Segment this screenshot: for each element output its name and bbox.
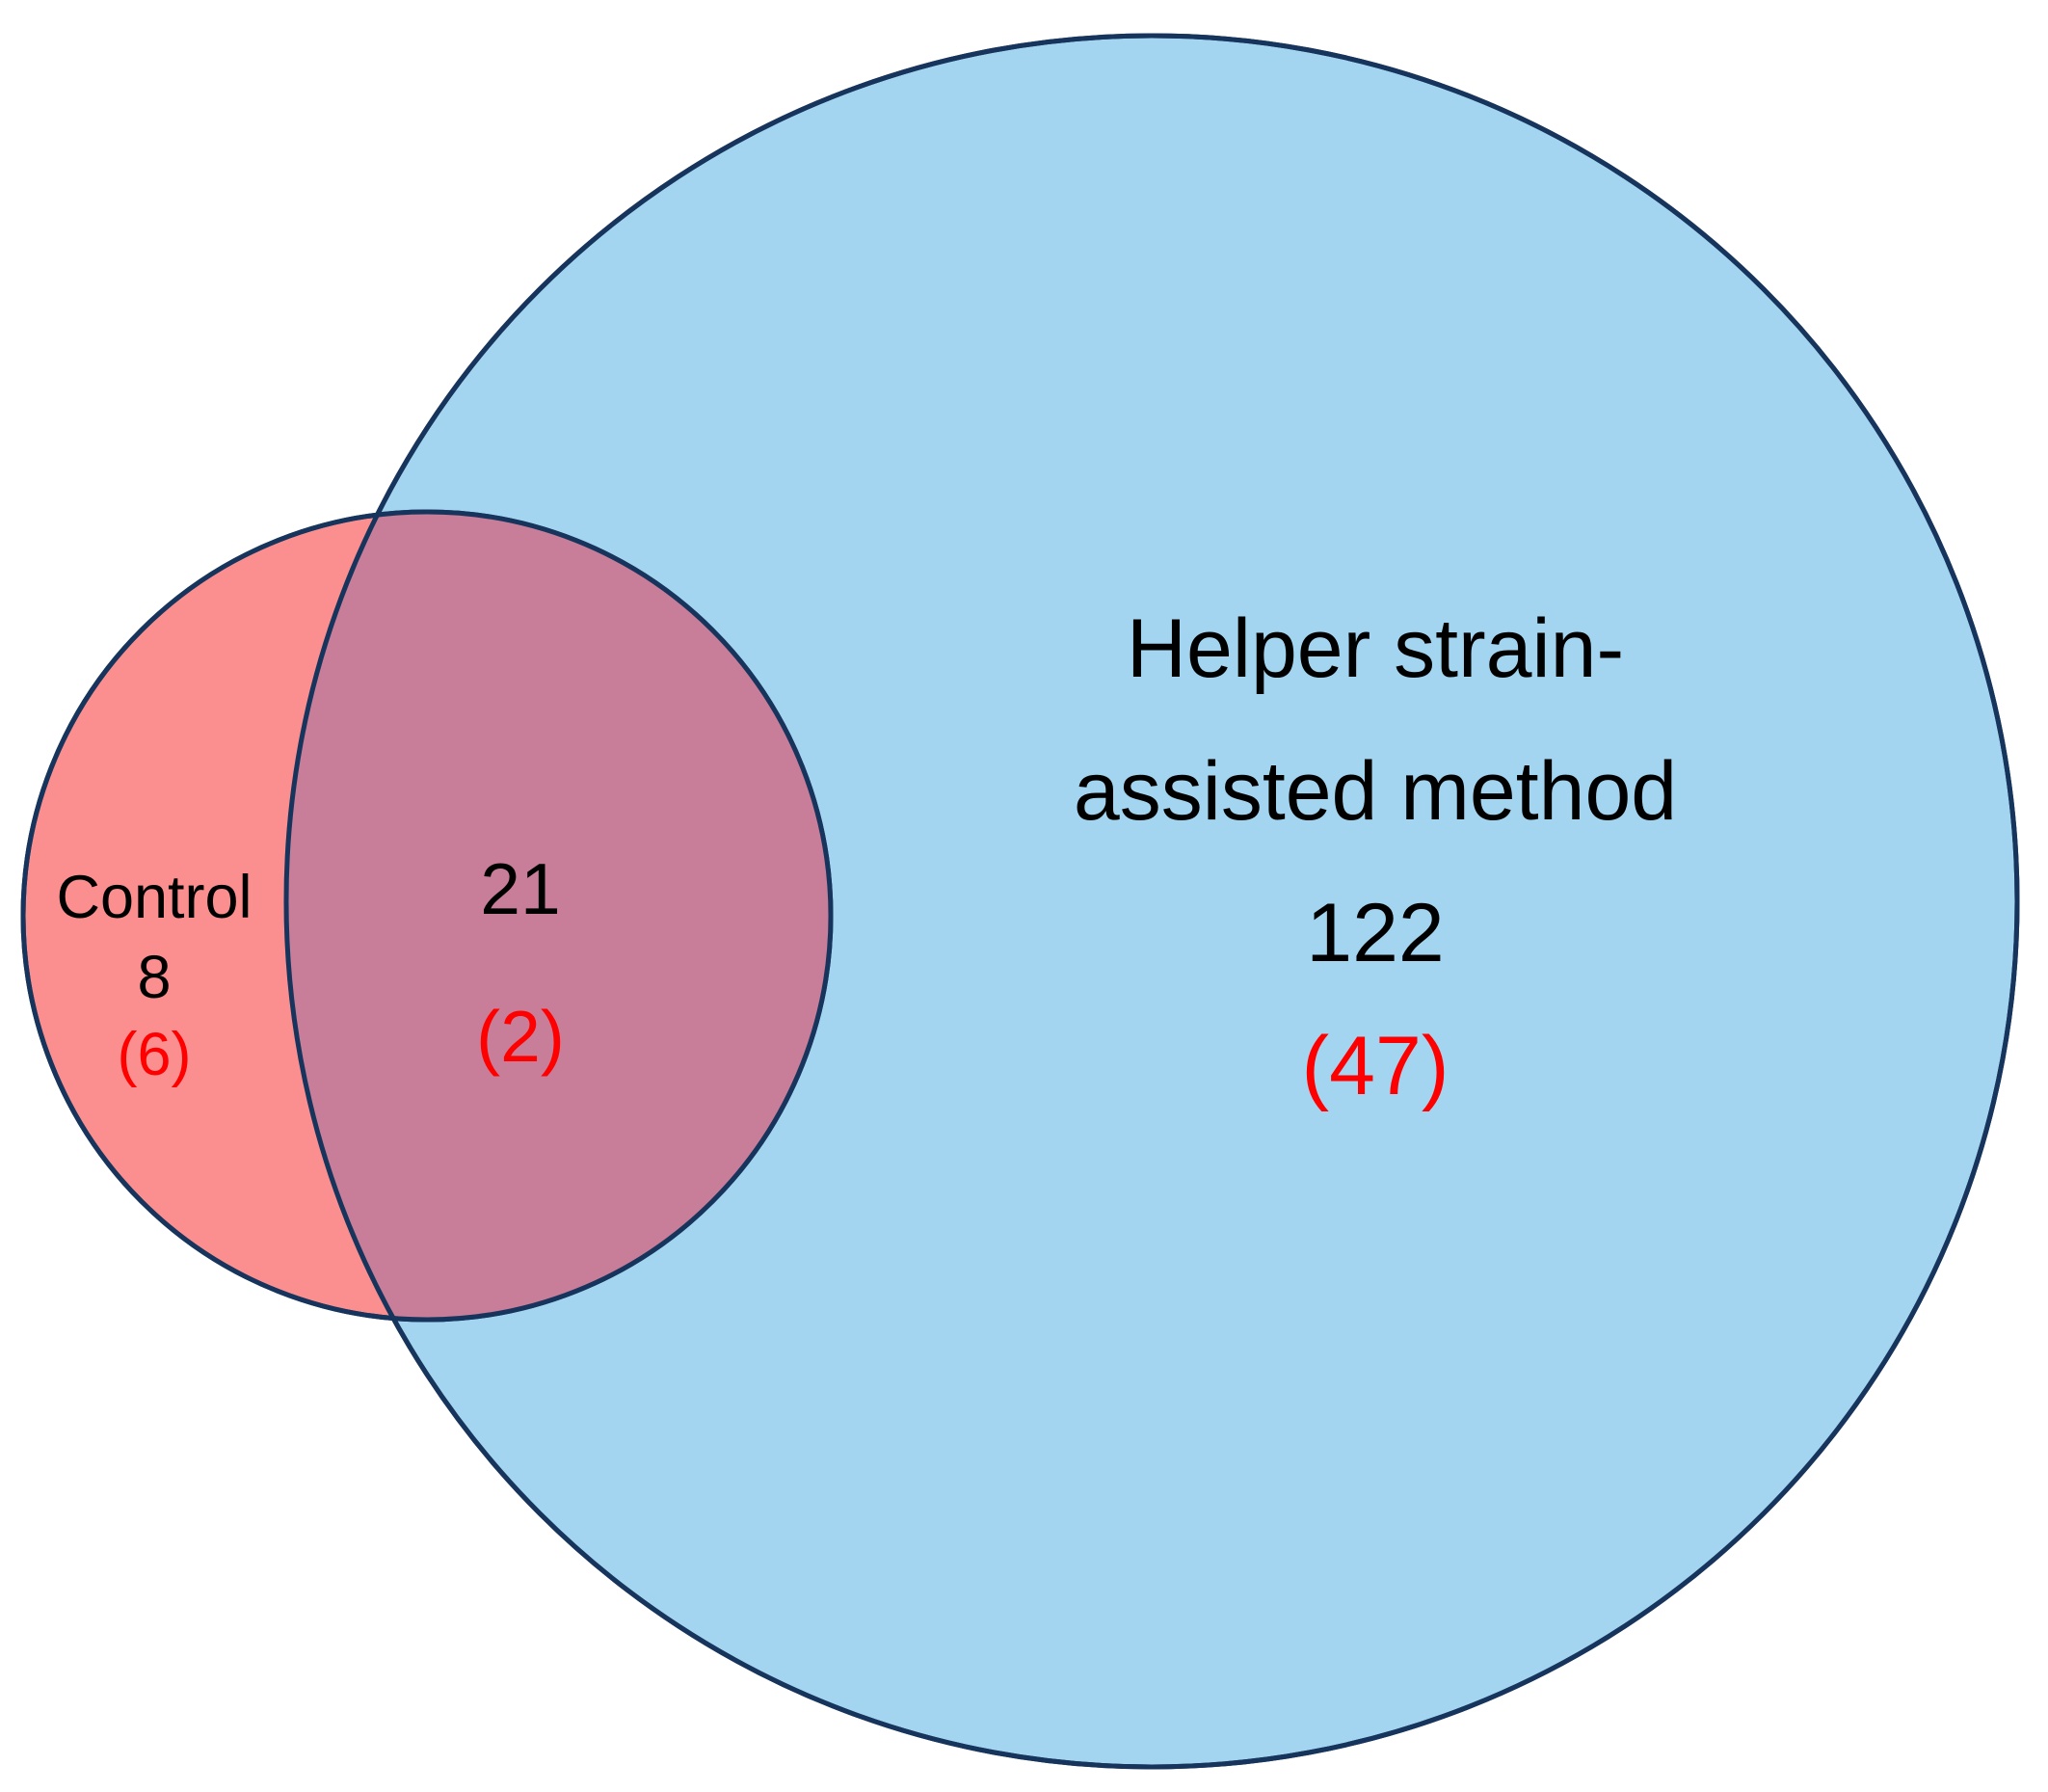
control-set-outline (20, 509, 834, 1323)
helper-set-outline (283, 33, 2020, 1770)
